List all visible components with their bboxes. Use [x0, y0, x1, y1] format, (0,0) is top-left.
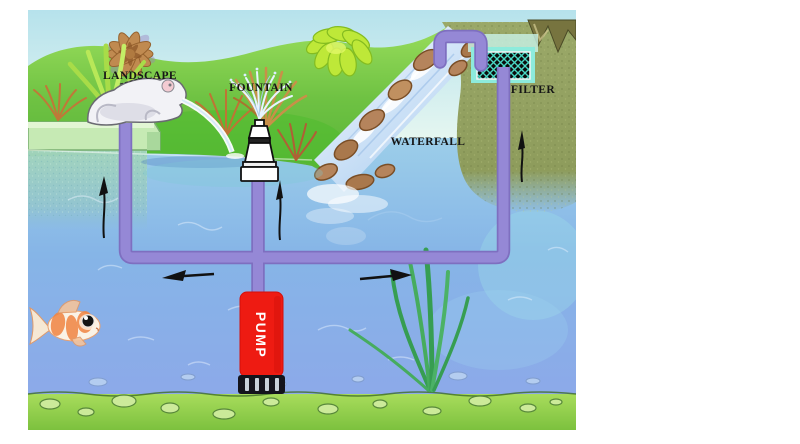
seaweed — [348, 247, 470, 393]
pump — [238, 291, 285, 394]
up-arrow-fountain-pipe — [276, 180, 283, 241]
fountain-label: FOUNTAIN — [229, 82, 293, 94]
lily-flower — [104, 31, 156, 77]
pipes — [118, 29, 511, 302]
pump-label: PUMP — [253, 311, 270, 358]
filter-label: FILTER — [510, 84, 556, 96]
leafy-plant — [305, 26, 373, 77]
flow-arrows — [99, 130, 525, 281]
pebbles — [39, 394, 563, 420]
left-arrow-return-pipe — [162, 270, 215, 281]
illustration-canvas: LANDSCAPE FOUNTAIN WATERFALL FILTER PUMP — [28, 10, 576, 430]
orange-grass-left — [33, 83, 87, 121]
pump-label-wrap: PUMP — [240, 292, 283, 377]
stone-ledge — [28, 121, 161, 230]
landscape-leader-line — [119, 77, 143, 85]
goldfish — [29, 299, 101, 347]
waterfall-label: WATERFALL — [390, 136, 466, 148]
spout-stream — [180, 97, 244, 159]
fountain-nozzle — [240, 119, 279, 182]
fountain-spray — [229, 67, 293, 119]
up-arrow-into-filter — [518, 130, 525, 183]
pond-illustration — [28, 10, 576, 430]
frog-spitter-statue — [87, 77, 187, 126]
landscape-label: LANDSCAPE — [103, 70, 177, 82]
right-arrow-supply-pipe — [359, 269, 412, 281]
up-arrow-landscape-pipe — [99, 176, 108, 239]
waterfall-foam — [306, 184, 388, 245]
red-grass-falls — [277, 123, 317, 161]
